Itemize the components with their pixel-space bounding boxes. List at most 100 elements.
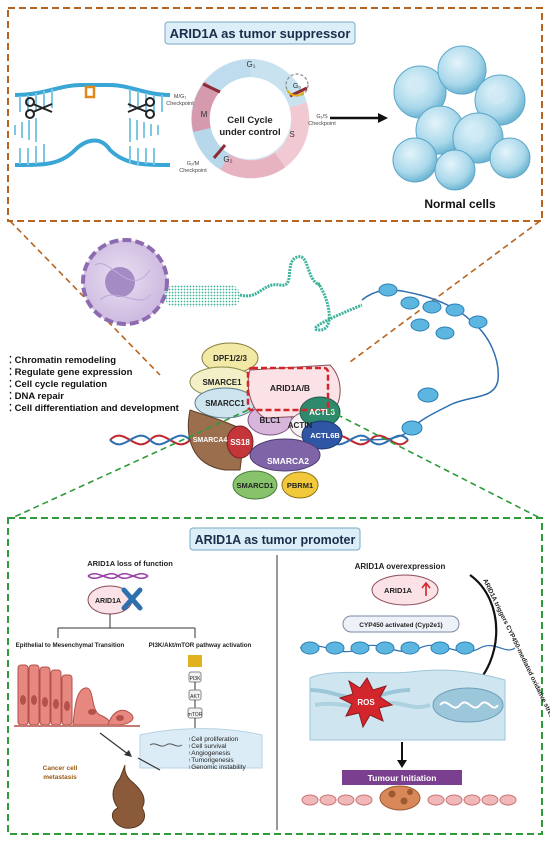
- pathway-effects-list: ↑Cell proliferation ↑Cell survival ↑Angi…: [188, 736, 247, 771]
- function-text-4: DNA repair: [15, 391, 65, 402]
- complex-pbrm1-label: PBRM1: [287, 481, 313, 490]
- effect-2: ↑Cell survival: [188, 743, 227, 750]
- phase-m-label: M: [201, 110, 208, 119]
- checkpoint-ms-line2: Checkpoint: [166, 101, 194, 107]
- tumour-tissue-row: [301, 785, 517, 811]
- up-arrow-icon: [421, 581, 431, 596]
- arid1a-over-blob: [371, 574, 439, 606]
- function-item-5: ⁚ Cell differentiation and development: [9, 403, 180, 414]
- complex-smarca4-label: SMARCA4: [193, 437, 228, 444]
- arrow-head: [378, 113, 388, 123]
- pi3k-pathway: PI3K AKT mTOR: [187, 655, 203, 728]
- scissors-left-icon: [25, 97, 53, 119]
- overexpression-title: ARID1A overexpression: [355, 562, 446, 571]
- function-item-2: ⁚ Regulate gene expression: [9, 367, 133, 378]
- pi3k-label: PI3K: [190, 676, 202, 682]
- function-item-1: ⁚ Chromatin remodeling: [9, 355, 116, 366]
- zoom-line-bottom-right: [327, 409, 541, 519]
- mtor-label: mTOR: [188, 712, 203, 718]
- arid1a-loss-label: ARID1A: [95, 598, 121, 605]
- cycle-center-line1: Cell Cycle: [227, 115, 272, 126]
- complex-smarce1-label: SMARCE1: [202, 378, 242, 387]
- loss-x-icon: [121, 587, 143, 611]
- metastasis-line2: metastasis: [43, 774, 77, 781]
- zoom-line-top-left: [9, 220, 161, 376]
- cyp-box: [342, 615, 460, 633]
- effect-5: ↑Genomic instability: [188, 764, 247, 771]
- ros-label: ROS: [357, 698, 375, 707]
- emt-arrow: [99, 732, 129, 755]
- loss-title: ARID1A loss of function: [87, 559, 173, 568]
- metastatic-cell: [111, 764, 146, 829]
- complex-dpf-label: DPF1/2/3: [213, 354, 247, 363]
- bottom-title-box: [189, 527, 361, 551]
- ros-down-arrow-head: [397, 760, 407, 768]
- pathway-dna-icon: [149, 743, 183, 747]
- scissors-right-icon: [127, 97, 155, 119]
- effect-3: ↑Angiogenesis: [188, 750, 231, 757]
- pathway-arrow: [137, 757, 161, 771]
- effect-1: ↑Cell proliferation: [188, 736, 239, 743]
- phase-s-label: S: [289, 130, 294, 139]
- pathway-effects-box: [139, 728, 263, 769]
- overexpression-nucleosomes: [299, 641, 516, 655]
- dna-repair-illustration: [14, 83, 171, 167]
- complex-actl6-label: ACTL6: [309, 408, 335, 417]
- tumour-initiation-box: [342, 770, 462, 785]
- complex-ss18-label: SS18: [230, 438, 250, 447]
- cycle-center-line2: under control: [219, 127, 280, 138]
- ros-mitochondria: ROS: [309, 669, 506, 741]
- nucleosome-string: [359, 283, 499, 441]
- complex-actl6b-label: ACTL6B: [310, 431, 340, 440]
- cyp-label: CYP450 activated (Cyp2e1): [359, 622, 442, 629]
- function-text-3: Cell cycle regulation: [15, 379, 108, 390]
- function-text-5: Cell differentiation and development: [15, 403, 180, 414]
- normal-cells-cluster: [392, 45, 531, 191]
- top-panel-border: [7, 7, 543, 222]
- function-text-1: Chromatin remodeling: [15, 355, 117, 366]
- phase-g2-label: G₂: [223, 155, 232, 164]
- checkpoint-g2m-line2: Checkpoint: [179, 168, 207, 174]
- function-item-4: ⁚ DNA repair: [9, 391, 64, 402]
- complex-blc1-label: BLC1: [260, 416, 281, 425]
- bottom-panel-border: [7, 517, 543, 835]
- chromatin-fiber: [165, 255, 363, 332]
- checkpoint-ms-line1: M/G₁: [174, 94, 186, 100]
- complex-smarcc1-label: SMARCC1: [205, 399, 245, 408]
- top-panel-title: ARID1A as tumor suppressor: [170, 26, 351, 41]
- arid1a-over-label: ARID1A: [384, 586, 413, 595]
- ros-burst-icon: [338, 677, 394, 729]
- loss-dna-icon: [87, 573, 149, 579]
- effect-4: ↑Tumorigenesis: [188, 757, 234, 764]
- nucleus: [81, 238, 169, 326]
- swi-snf-complex: DPF1/2/3 SMARCE1 SMARCC1 ARID1A/B BLC1 A…: [187, 342, 343, 500]
- emt-label: Epithelial to Mesenchymal Transition: [16, 642, 125, 649]
- metastasis-line1: Cancer cell: [43, 765, 78, 772]
- phase-g1-label: G₁: [247, 60, 256, 69]
- checkpoint-g1s-line2: Checkpoint: [308, 121, 336, 127]
- arid1a-highlight-box: [246, 366, 330, 412]
- checkpoint-g2m-line1: G₂/M: [187, 161, 200, 167]
- complex-actin-label: ACTIN: [288, 421, 313, 430]
- functions-list: ⁚ Chromatin remodeling ⁚ Regulate gene e…: [9, 355, 180, 414]
- cell-cycle-diagram: Cell Cycle under control G₁ G₀ S G₂ M M/…: [166, 59, 336, 179]
- complex-smarcd1-label: SMARCD1: [236, 481, 273, 490]
- complex-smarca2-label: SMARCA2: [267, 456, 309, 466]
- akt-label: AKT: [190, 694, 200, 700]
- top-title-box: [164, 21, 356, 45]
- emt-cells-illustration: [14, 664, 140, 727]
- checkpoint-g1s-line1: G₁/S: [316, 114, 328, 120]
- emt-arrow-head: [124, 750, 132, 757]
- pathway-label: PI3K/Akt/mTOR pathway activation: [149, 642, 252, 649]
- phase-g0-label: G₀: [293, 83, 301, 90]
- normal-cells-label: Normal cells: [424, 197, 496, 211]
- tumour-initiation-label: Tumour Initiation: [368, 773, 437, 783]
- bottom-panel-title: ARID1A as tumor promoter: [195, 533, 356, 547]
- function-text-2: Regulate gene expression: [15, 367, 133, 378]
- zoom-line-bottom-left: [11, 409, 249, 519]
- function-item-3: ⁚ Cell cycle regulation: [9, 379, 107, 390]
